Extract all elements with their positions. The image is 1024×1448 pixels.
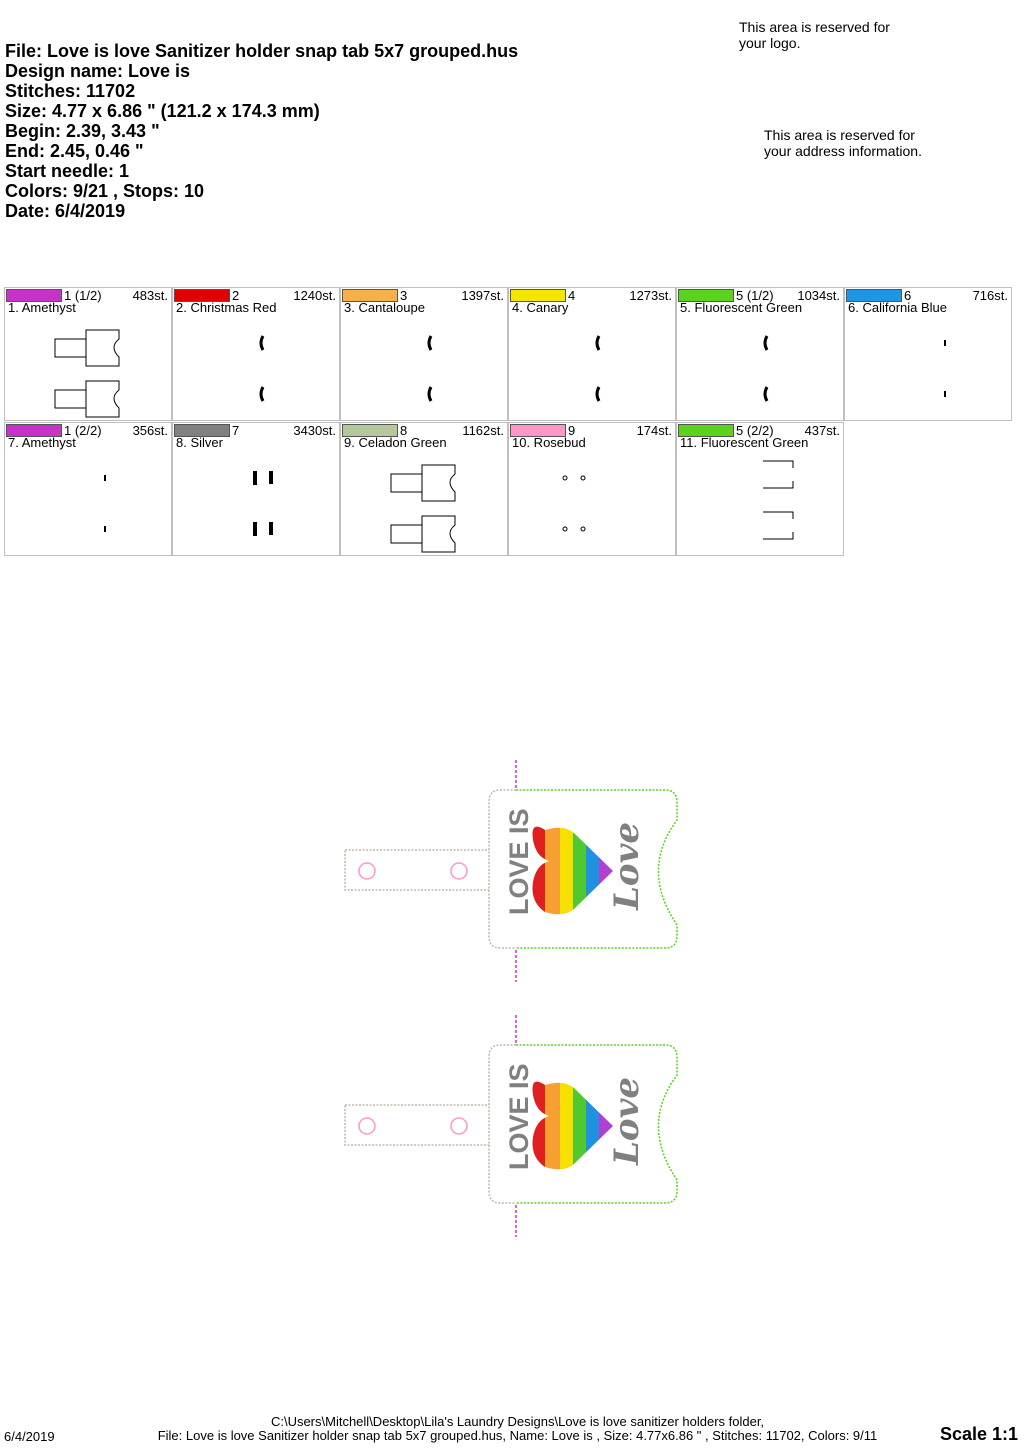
- color-name: 9. Celadon Green: [344, 435, 447, 450]
- color-swatch: [678, 424, 734, 437]
- color-stop-cell: 4 1273st. 4. Canary: [508, 287, 676, 421]
- design-date: Date: 6/4/2019: [5, 201, 126, 221]
- begin-point: Begin: 2.39, 3.43 ": [5, 121, 160, 141]
- color-name: 8. Silver: [176, 435, 223, 450]
- needle-number: 2: [232, 288, 240, 303]
- color-name: 6. California Blue: [848, 300, 947, 315]
- color-swatch: [846, 289, 902, 302]
- color-name: 1. Amethyst: [8, 300, 76, 315]
- needle-number: 6: [904, 288, 912, 303]
- footer-file-info: C:\Users\Mitchell\Desktop\Lila's Laundry…: [157, 1414, 878, 1443]
- stitch-thumbnail: [54, 329, 120, 418]
- design-size: Size: 4.77 x 6.86 " (121.2 x 174.3 mm): [5, 101, 320, 121]
- color-swatch: [342, 424, 398, 437]
- love-is-text: LOVE IS: [504, 808, 534, 915]
- love-is-text: LOVE IS: [504, 1063, 534, 1170]
- needle-number: 9: [568, 423, 576, 438]
- stitch-thumbnail: [763, 335, 769, 402]
- color-swatch: [6, 424, 62, 437]
- stitch-thumbnail: [427, 335, 433, 402]
- needle-number: 4: [568, 288, 576, 303]
- color-stop-cell: 7 3430st. 8. Silver: [172, 422, 340, 556]
- color-stop-cell: 5 (2/2) 437st. 11. Fluorescent Green: [676, 422, 844, 556]
- sanitizer-holder: LOVE IS Love: [344, 1015, 678, 1237]
- color-swatch: [510, 424, 566, 437]
- colors-stops: Colors: 9/21 , Stops: 10: [5, 181, 205, 201]
- stitch-count: 1397st.: [461, 288, 504, 303]
- color-swatch: [174, 289, 230, 302]
- stitch-thumbnail: [763, 460, 794, 540]
- color-name: 7. Amethyst: [8, 435, 76, 450]
- stitch-count: 483st.: [132, 288, 168, 303]
- footer-date: 6/4/2019: [4, 1429, 55, 1444]
- color-name: 5. Fluorescent Green: [680, 300, 803, 315]
- color-name: 10. Rosebud: [512, 435, 586, 450]
- color-name: 4. Canary: [512, 300, 569, 315]
- color-stop-cell: 5 (1/2) 1034st. 5. Fluorescent Green: [676, 287, 844, 421]
- color-swatch: [6, 289, 62, 302]
- stitch-count: 1162st.: [462, 423, 504, 438]
- needle-number: 1 (2/2): [64, 423, 102, 438]
- color-stop-cell: 9 174st. 10. Rosebud: [508, 422, 676, 556]
- needle-number: 5 (1/2): [736, 288, 774, 303]
- stitch-thumbnail: [562, 475, 586, 532]
- needle-number: 5 (2/2): [736, 423, 774, 438]
- design-name: Design name: Love is: [5, 61, 191, 81]
- stitch-count: 1034st.: [797, 288, 840, 303]
- needle-number: 1 (1/2): [64, 288, 102, 303]
- stitch-count: 3430st.: [293, 423, 336, 438]
- color-stop-cell: 8 1162st. 9. Celadon Green: [340, 422, 508, 556]
- color-name: 11. Fluorescent Green: [680, 435, 809, 450]
- sanitizer-holder: LOVE IS Love: [344, 760, 678, 982]
- color-swatch: [342, 289, 398, 302]
- color-swatch: [174, 424, 230, 437]
- color-stop-cell: 3 1397st. 3. Cantaloupe: [340, 287, 508, 421]
- stitch-thumbnail: [944, 340, 946, 397]
- stitch-thumbnail: [104, 475, 106, 532]
- file-name: File: Love is love Sanitizer holder snap…: [5, 41, 519, 61]
- stitch-thumbnail: [595, 335, 601, 402]
- scale-label: Scale 1:1: [939, 1424, 1018, 1444]
- end-point: End: 2.45, 0.46 ": [5, 141, 144, 161]
- start-needle: Start needle: 1: [5, 161, 130, 181]
- color-name: 2. Christmas Red: [176, 300, 277, 315]
- stitch-count: 174st.: [636, 423, 672, 438]
- needle-number: 3: [400, 288, 408, 303]
- logo-area-note: This area is reserved for your logo.: [739, 19, 890, 51]
- stitch-thumbnail: [259, 335, 265, 402]
- design-info: File: Love is love Sanitizer holder snap…: [5, 41, 518, 221]
- needle-number: 8: [400, 423, 408, 438]
- color-stop-cell: 1 (2/2) 356st. 7. Amethyst: [4, 422, 172, 556]
- stitch-count: Stitches: 11702: [5, 81, 136, 101]
- stitch-thumbnail: [390, 464, 456, 553]
- color-swatch: [678, 289, 734, 302]
- color-name: 3. Cantaloupe: [344, 300, 425, 315]
- stitch-count: 356st.: [132, 423, 168, 438]
- stitch-count: 1240st.: [293, 288, 336, 303]
- needle-number: 7: [232, 423, 240, 438]
- stitch-thumbnail: [253, 471, 273, 536]
- stitch-count: 437st.: [804, 423, 840, 438]
- love-script-text: Love: [607, 822, 647, 911]
- stitch-count: 716st.: [972, 288, 1008, 303]
- color-swatch: [510, 289, 566, 302]
- color-stop-cell: 1 (1/2) 483st. 1. Amethyst: [4, 287, 172, 421]
- color-stop-cell: 2 1240st. 2. Christmas Red: [172, 287, 340, 421]
- love-script-text: Love: [607, 1077, 647, 1166]
- color-stop-cell: 6 716st. 6. California Blue: [844, 287, 1012, 421]
- stitch-count: 1273st.: [629, 288, 672, 303]
- address-area-note: This area is reserved for your address i…: [764, 127, 922, 159]
